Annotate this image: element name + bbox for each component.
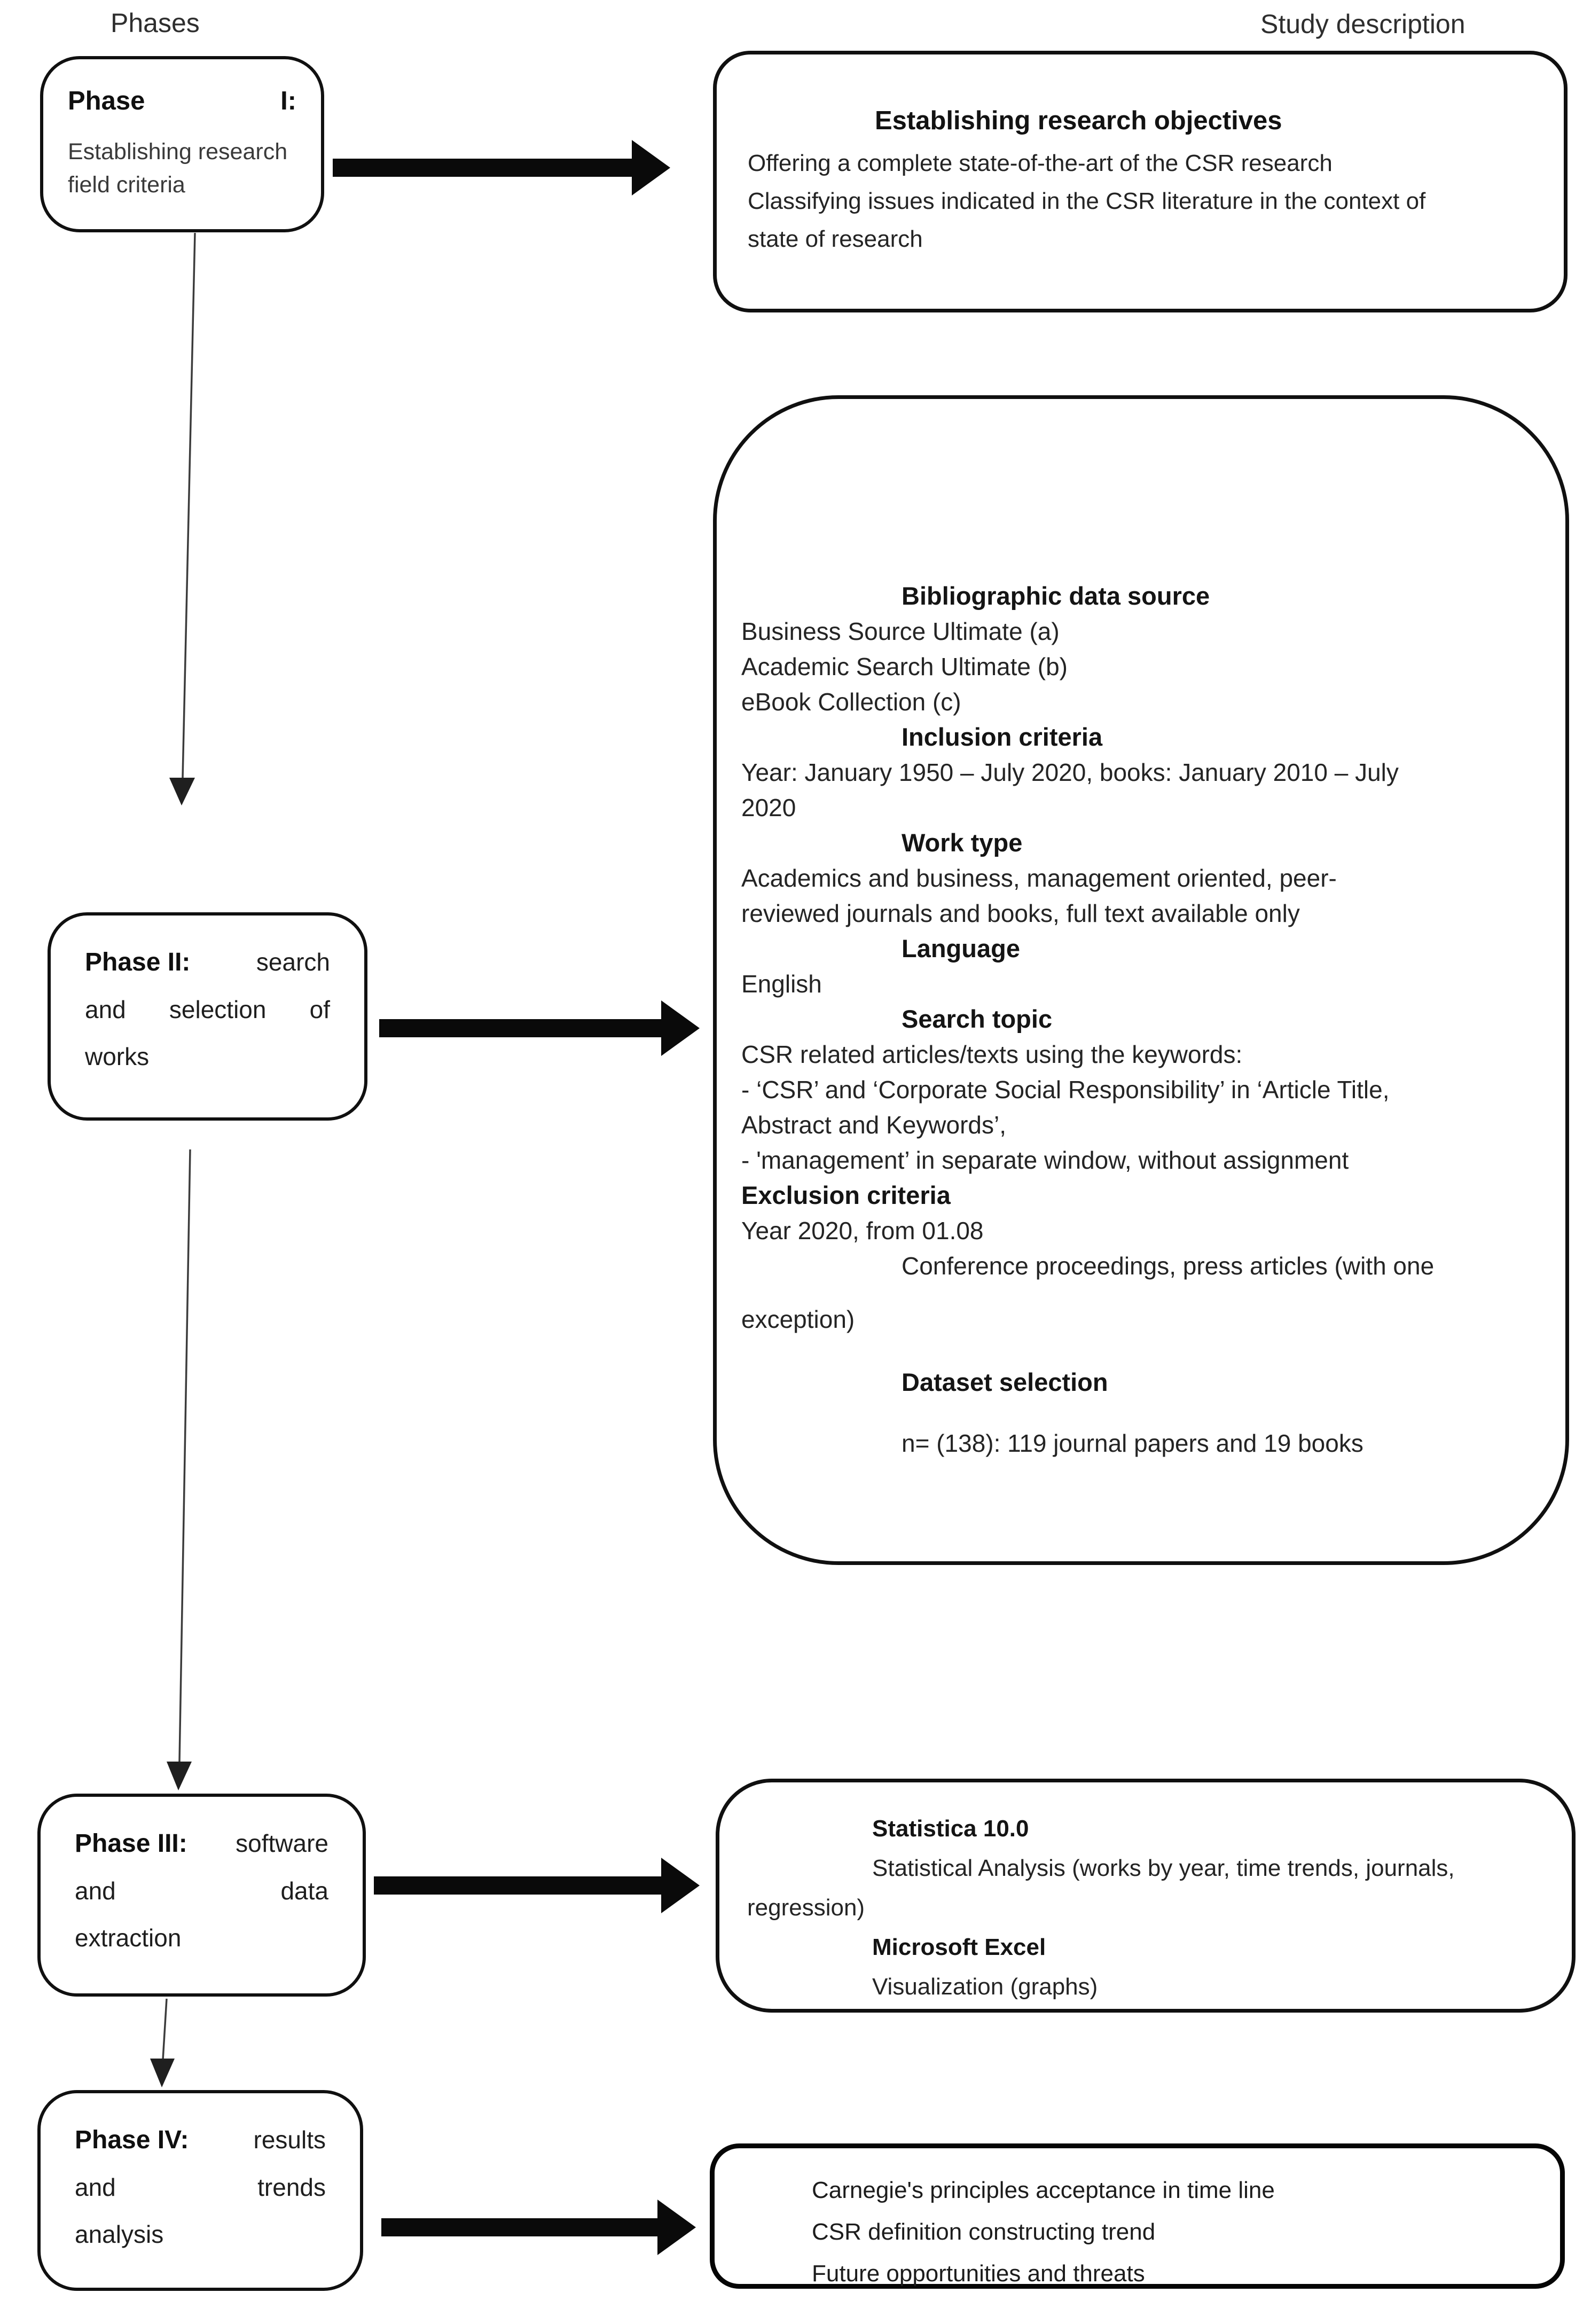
text-line: Academics and business, management orien…: [741, 864, 1337, 892]
column-header-study-description: Study description: [1260, 9, 1465, 39]
phase-title-line: works: [85, 1042, 330, 1071]
text-line: Statistica 10.0: [872, 1816, 1029, 1842]
phase-title-word: and: [75, 2173, 116, 2201]
phase-title-line: Phase II: search: [85, 948, 330, 977]
text-line: Work type: [902, 828, 1023, 857]
phase-title-word: of: [309, 996, 330, 1023]
text-line: n= (138): 119 journal papers and 19 book…: [902, 1429, 1363, 1457]
phase-title-line: analysis: [75, 2220, 326, 2249]
phase-1-title-numeral: I:: [280, 87, 296, 115]
text-line: Search topic: [902, 1005, 1053, 1033]
arrowhead-icon: [657, 2200, 696, 2255]
text-line: Conference proceedings, press articles (…: [902, 1252, 1435, 1280]
arrowhead-icon: [661, 1000, 700, 1056]
text-line: CSR definition constructing trend: [812, 2219, 1156, 2245]
thick-right-arrow-icon: [333, 140, 670, 195]
text-line: Language: [902, 934, 1020, 963]
phase-title-word: and: [85, 996, 126, 1023]
phase-4-box: Phase IV: results and trends analysis: [37, 2090, 363, 2291]
arrow-shaft: [381, 2218, 657, 2236]
text-line: Offering a complete state-of-the-art of …: [748, 150, 1333, 176]
phase-title-word: Phase III:: [75, 1829, 187, 1858]
objectives-lines: Offering a complete state-of-the-art of …: [748, 144, 1533, 258]
arrowhead-icon: [632, 140, 670, 195]
text-line: 2020: [741, 794, 796, 821]
text-line: exception): [741, 1305, 855, 1333]
text-line: Establishing research: [68, 139, 288, 165]
thin-down-arrow-icon: [169, 778, 195, 805]
objectives-title: Establishing research objectives: [875, 106, 1282, 135]
phase-title-word: extraction: [75, 1924, 182, 1952]
text-line: Year: January 1950 – July 2020, books: J…: [741, 758, 1399, 786]
text-line: Dataset selection: [902, 1368, 1108, 1396]
text-line: Inclusion criteria: [902, 723, 1103, 751]
text-line: Academic Search Ultimate (b): [741, 653, 1068, 680]
thin-down-arrow-icon: [150, 2059, 175, 2087]
phase-title-line: Phase IV: results: [75, 2125, 326, 2155]
arrow-shaft: [374, 1876, 661, 1895]
text-line: Carnegie's principles acceptance in time…: [812, 2177, 1275, 2203]
connector-line: [178, 1149, 191, 1762]
text-line: - 'management’ in separate window, witho…: [741, 1146, 1349, 1174]
phase-title-word: analysis: [75, 2220, 164, 2248]
arrow-shaft: [333, 159, 632, 177]
phase-title-word: trends: [257, 2173, 326, 2201]
thick-right-arrow-icon: [381, 2200, 696, 2255]
thick-right-arrow-icon: [379, 1000, 700, 1056]
text-line: Visualization (graphs): [872, 1974, 1098, 2000]
phase-title-word: search: [256, 948, 330, 976]
text-line: Classifying issues indicated in the CSR …: [748, 188, 1426, 214]
text-line: field criteria: [68, 172, 185, 198]
phase-1-title-word: Phase: [68, 87, 145, 115]
phase-title-line: extraction: [75, 1923, 328, 1952]
text-line: Year 2020, from 01.08: [741, 1217, 984, 1245]
phase-title-line: and data: [75, 1876, 328, 1905]
study-box-results: Carnegie's principles acceptance in time…: [710, 2143, 1565, 2289]
text-line: Microsoft Excel: [872, 1934, 1046, 1960]
phase-title-line: and selection of: [85, 995, 330, 1024]
connector-line: [182, 232, 196, 778]
text-line: Abstract and Keywords’,: [741, 1111, 1007, 1139]
phase-2-box: Phase II: search and selection of works: [48, 912, 367, 1121]
text-line: Exclusion criteria: [741, 1181, 951, 1209]
study-box-objectives: Establishing research objectives Offerin…: [713, 51, 1568, 312]
text-line: reviewed journals and books, full text a…: [741, 899, 1300, 927]
phase-title-word: works: [85, 1043, 150, 1070]
phase-title-word: results: [253, 2126, 326, 2154]
phase-3-box: Phase III: software and data extraction: [37, 1794, 366, 1997]
text-line: eBook Collection (c): [741, 688, 961, 716]
arrowhead-icon: [661, 1858, 700, 1913]
text-line: Future opportunities and threats: [812, 2260, 1145, 2287]
phase-title-word: software: [236, 1829, 328, 1857]
phase-1-box: Phase I: Establishing research field crit…: [40, 56, 324, 232]
text-line: regression): [747, 1895, 865, 1921]
phase-title-line: Phase III: software: [75, 1829, 328, 1858]
phase-title-line: and trends: [75, 2173, 326, 2202]
text-line: English: [741, 970, 822, 998]
text-line: Bibliographic data source: [902, 582, 1210, 610]
thin-down-arrow-icon: [167, 1762, 192, 1790]
arrow-shaft: [379, 1019, 661, 1037]
text-line: Statistical Analysis (works by year, tim…: [872, 1855, 1455, 1881]
column-header-phases: Phases: [111, 8, 200, 38]
phase-title-word: data: [280, 1877, 328, 1905]
text-line: - ‘CSR’ and ‘Corporate Social Responsibi…: [741, 1076, 1390, 1104]
thick-right-arrow-icon: [374, 1858, 700, 1913]
text-line: Business Source Ultimate (a): [741, 617, 1060, 645]
phase-title-word: selection: [169, 996, 267, 1023]
phase-title-word: and: [75, 1877, 116, 1905]
connector-line: [162, 1998, 168, 2060]
text-line: state of research: [748, 226, 923, 252]
text-line: CSR related articles/texts using the key…: [741, 1040, 1243, 1068]
phase-title-word: Phase II:: [85, 948, 191, 976]
phase-1-description: Establishing research field criteria: [68, 135, 296, 201]
phase-title-word: Phase IV:: [75, 2126, 189, 2154]
phase-1-title: Phase I:: [68, 86, 296, 116]
